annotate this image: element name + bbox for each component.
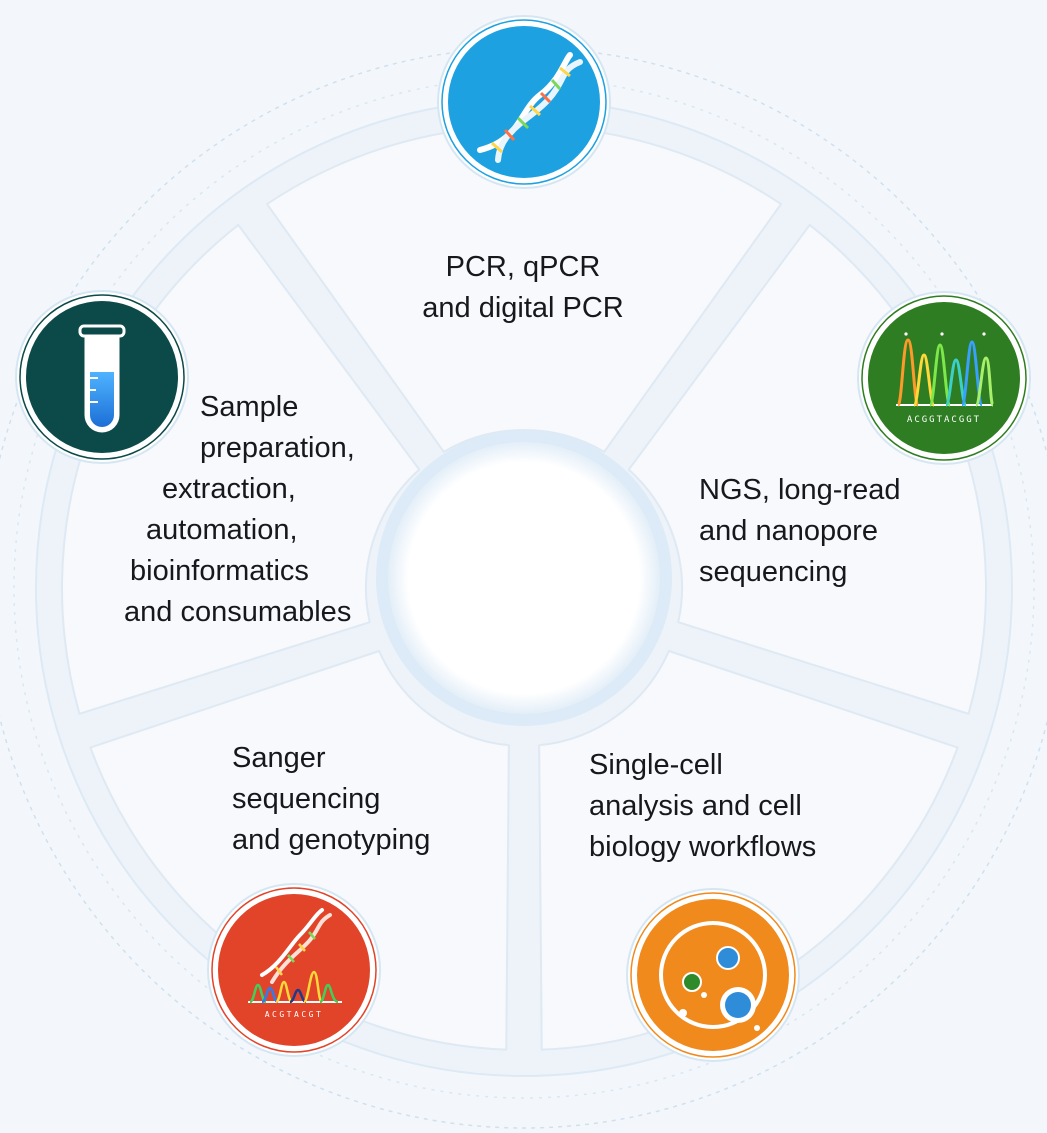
label-line: and genotyping	[232, 824, 431, 856]
center-hub	[388, 442, 660, 714]
label-line: and nanopore	[699, 515, 878, 547]
segment-pcr	[265, 125, 783, 453]
chromatogram-icon: ACGGTACGGT	[857, 291, 1031, 465]
cell-icon	[626, 888, 800, 1062]
ngs-icon-sequence: ACGGTACGGT	[907, 415, 981, 425]
segment-label-single-cell: Single-cell analysis and cell biology wo…	[589, 745, 816, 868]
outer-ring-dashed	[0, 47, 1047, 1129]
dna-chromatogram-icon: ACGTACGT	[207, 883, 381, 1057]
label-line: extraction,	[162, 473, 296, 505]
label-line: preparation,	[200, 432, 355, 464]
segment-label-ngs: NGS, long-read and nanopore sequencing	[699, 470, 901, 593]
dna-helix-icon	[437, 15, 611, 189]
label-line: PCR, qPCR	[445, 251, 601, 283]
label-line: sequencing	[232, 783, 381, 815]
label-line: automation,	[146, 514, 298, 546]
sanger-icon-sequence: ACGTACGT	[265, 1010, 324, 1019]
label-line: analysis and cell	[589, 790, 802, 822]
label-line: biology workflows	[589, 831, 817, 863]
segment-label-sanger: Sanger sequencing and genotyping	[232, 738, 430, 861]
label-line: bioinformatics	[130, 555, 309, 587]
segment-label-sample-prep: Sample preparation, extraction, automati…	[124, 387, 374, 633]
label-line: Single-cell	[589, 749, 723, 781]
label-line: and consumables	[124, 596, 352, 628]
segment-label-pcr: PCR, qPCR and digital PCR	[405, 247, 641, 329]
label-line: Sample	[200, 391, 299, 423]
segment-sanger	[89, 650, 510, 1051]
label-line: Sanger	[232, 742, 326, 774]
label-line: NGS, long-read	[699, 474, 901, 506]
label-line: and digital PCR	[422, 292, 624, 324]
test-tube-icon	[15, 290, 189, 464]
label-line: sequencing	[699, 556, 848, 588]
